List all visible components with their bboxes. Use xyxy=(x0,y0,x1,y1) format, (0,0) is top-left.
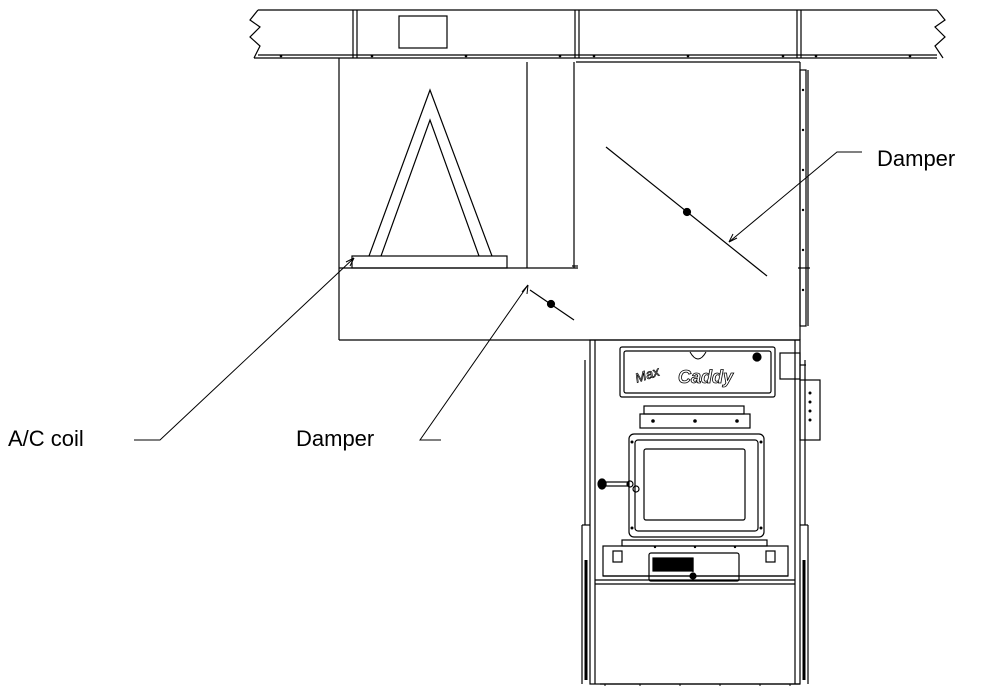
damper-left xyxy=(529,289,575,321)
logo-panel xyxy=(619,346,776,398)
ac-coil xyxy=(351,88,508,269)
furnace-unit xyxy=(581,339,821,686)
leader-lines xyxy=(134,151,862,441)
lower-panel xyxy=(602,539,789,577)
control-panel xyxy=(648,552,740,582)
label-damper-left: Damper xyxy=(296,426,375,451)
logo-text-max: Max xyxy=(633,364,661,386)
door-latch xyxy=(597,478,640,493)
firebox-door xyxy=(628,433,765,538)
damper-right xyxy=(605,146,768,277)
max-caddy-logo: Max Caddy xyxy=(633,363,735,387)
label-ac-coil: A/C coil xyxy=(8,426,84,451)
trunk-duct xyxy=(249,9,946,59)
plenum-flange xyxy=(799,69,807,327)
trunk-access-panel xyxy=(398,15,448,49)
upper-bracket xyxy=(639,405,751,429)
side-control-box xyxy=(779,352,821,441)
label-damper-right: Damper xyxy=(877,146,956,171)
plenum xyxy=(338,58,810,341)
logo-text-caddy: Caddy xyxy=(678,367,734,387)
